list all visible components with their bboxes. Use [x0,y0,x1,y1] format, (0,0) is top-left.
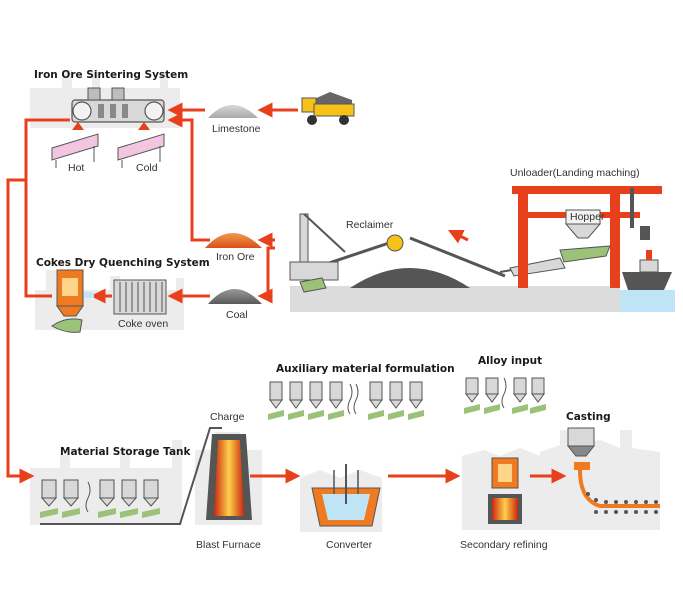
storage-tank [98,479,116,518]
coal-pile [208,289,262,304]
factory-background-casting [540,430,660,530]
label-limestone: Limestone [212,123,261,135]
label-hopper: Hopper [570,211,605,223]
section-title-alloy: Alloy input [478,355,542,367]
alloy-hopper [464,377,480,414]
yard-ground [290,286,675,312]
label-secondary-refining: Secondary refining [460,539,548,551]
quenching-tower [51,269,94,333]
aux-hopper [388,381,404,420]
aux-hopper [268,381,284,420]
auxiliary-hoppers [268,381,424,420]
aux-hopper [308,381,324,420]
section-title-cokes: Cokes Dry Quenching System [36,257,210,269]
section-title-sintering: Iron Ore Sintering System [34,69,188,81]
hot-screen [51,133,99,168]
material-pile [350,268,470,288]
section-title-casting: Casting [566,411,611,423]
label-reclaimer: Reclaimer [346,219,394,231]
label-coal: Coal [226,309,248,321]
label-coke-oven: Coke oven [118,318,168,330]
sintering-machine [51,87,165,168]
alloy-hopper [512,377,528,414]
iron-ore-pile [205,233,262,248]
secondary-refining-vessel [488,457,522,524]
label-unloader: Unloader(Landing maching) [510,167,640,179]
flow-lines [6,102,567,484]
alloy-hopper [530,377,546,414]
label-blast-furnace: Blast Furnace [196,539,261,551]
alloy-hopper [484,377,500,414]
blast-furnace [206,434,252,520]
label-hot: Hot [68,162,84,174]
reclaimer [289,213,404,293]
cold-screen [117,133,165,168]
section-title-auxiliary: Auxiliary material formulation [276,363,455,375]
section-title-storage: Material Storage Tank [60,446,192,458]
label-converter: Converter [326,539,373,551]
label-cold: Cold [136,162,158,174]
conveyor-belt [409,236,566,278]
hopper [559,209,611,263]
label-iron-ore: Iron Ore [216,251,255,263]
label-charge: Charge [210,411,245,423]
casting-machine [566,427,660,514]
ship-icon [622,250,672,290]
aux-hopper [288,381,304,420]
storage-tank [120,479,138,518]
dump-truck-icon [301,92,355,125]
storage-tank [142,479,160,518]
coke-oven [113,279,167,315]
converter [311,464,381,527]
alloy-hoppers [464,377,546,414]
storage-tanks [40,479,160,518]
aux-hopper [408,381,424,420]
storage-tank [40,479,58,518]
limestone-pile [208,105,258,118]
storage-tank [62,479,80,518]
aux-hopper [328,381,344,420]
aux-hopper [368,381,384,420]
charge-conveyor [40,427,222,525]
